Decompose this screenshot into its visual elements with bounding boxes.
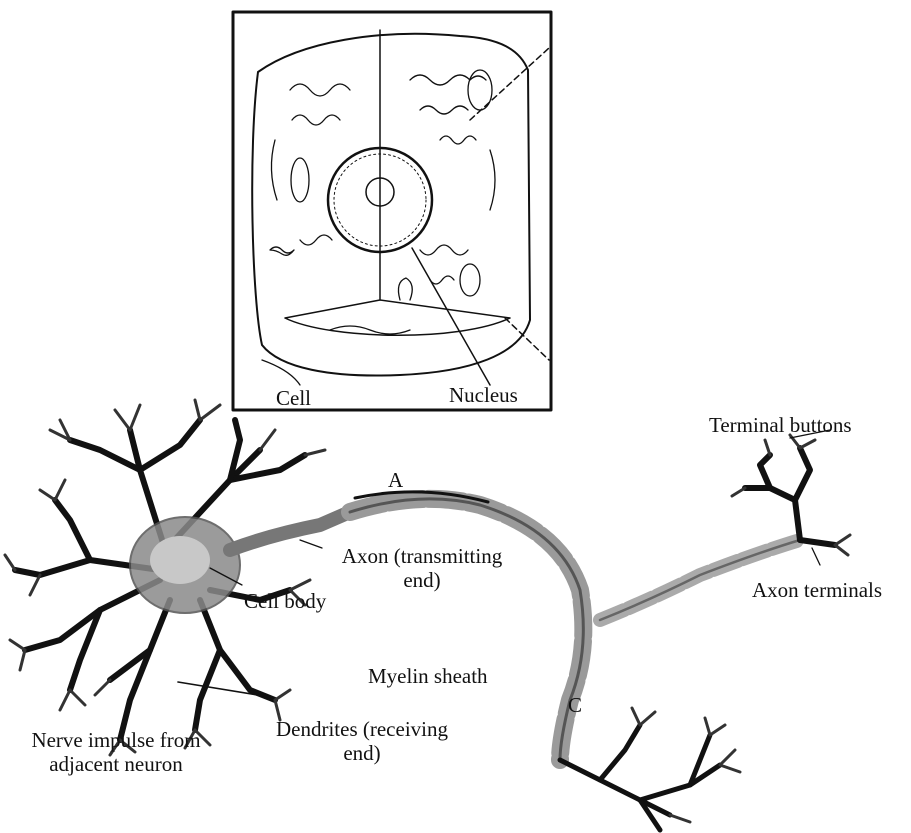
cell-leader-line [262, 360, 300, 385]
label-axon-line2: end) [322, 568, 522, 592]
label-nucleus: Nucleus [449, 383, 518, 407]
label-impulse-line1: Nerve impulse from [10, 728, 222, 752]
label-axon-line1: Axon (transmitting [322, 544, 522, 568]
label-impulse-line2: adjacent neuron [10, 752, 222, 776]
cell-body-highlight [150, 536, 210, 584]
axon-leader [300, 540, 322, 548]
label-nerve-impulse: Nerve impulse from adjacent neuron [10, 728, 222, 776]
label-dendrites-line2: end) [252, 741, 472, 765]
label-marker-a: A [388, 468, 403, 492]
label-axon: Axon (transmitting end) [322, 544, 522, 592]
axon-terminals-leader [812, 548, 820, 565]
cell-panel [233, 12, 551, 410]
label-axon-terminals: Axon terminals [752, 578, 882, 602]
label-cell-body: Cell body [244, 589, 326, 613]
cell-membrane [252, 34, 530, 376]
organelles [270, 70, 495, 334]
label-terminal-buttons: Terminal buttons [709, 413, 852, 437]
label-dendrites-line1: Dendrites (receiving [252, 717, 472, 741]
terminal-buttons-tree [745, 448, 835, 545]
label-dendrites: Dendrites (receiving end) [252, 717, 472, 765]
cell-dashed-line-top [470, 48, 549, 120]
label-marker-c: C [568, 693, 582, 717]
cell-dashed-line-bottom [505, 318, 549, 360]
nucleus-leader-line [412, 248, 490, 385]
label-myelin-sheath: Myelin sheath [368, 664, 488, 688]
cell-panel-frame [233, 12, 551, 410]
label-cell: Cell [276, 386, 311, 410]
lower-axon-terminals [560, 725, 720, 830]
